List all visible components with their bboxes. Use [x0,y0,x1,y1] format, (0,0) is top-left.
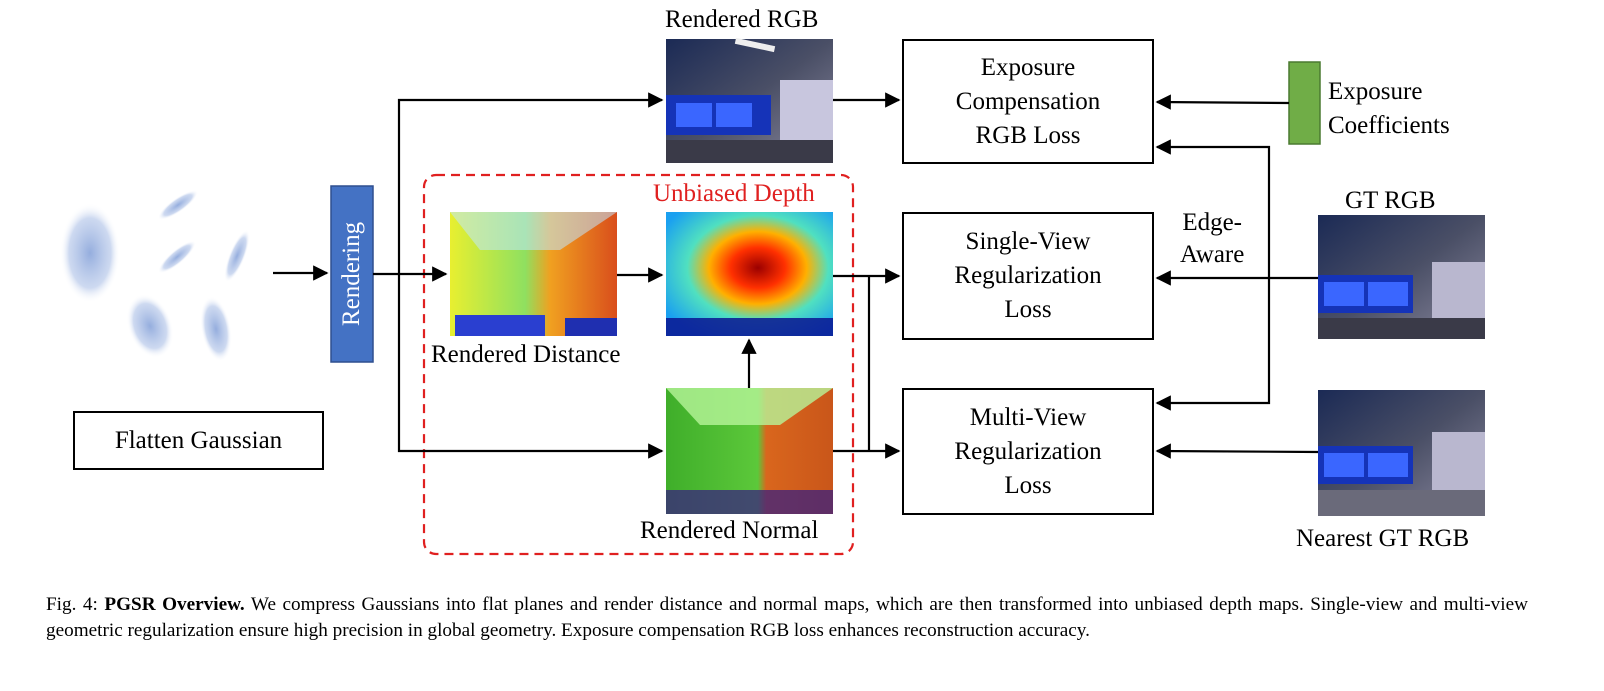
rendered-normal-image [666,388,833,514]
single-view-loss-box: Single-View Regularization Loss [902,212,1154,340]
rendered-rgb-image [666,37,833,163]
arrow-to-rendered-rgb [397,92,664,274]
flatten-gaussians-illustration [60,190,250,362]
arrow-gt-to-multi-view [1155,278,1271,411]
gt-rgb-label: GT RGB [1345,187,1436,214]
gt-rgb-image [1318,215,1485,339]
gaussian-ellipse [224,229,250,283]
edge-aware-label: Edge- Aware [1180,209,1245,268]
rendered-distance-label: Rendered Distance [431,341,621,368]
gaussian-ellipse [200,296,232,362]
arrow-nearest-gt-to-multi-view [1155,443,1319,459]
arrow-to-rendered-normal [397,274,664,459]
caption-text: We compress Gaussians into flat planes a… [46,594,1528,641]
flatten-gaussian-box: Flatten Gaussian [73,411,324,470]
nearest-gt-rgb-image [1318,390,1485,516]
caption-title: PGSR Overview. [104,594,245,615]
nearest-gt-rgb-label: Nearest GT RGB [1296,525,1470,552]
unbiased-depth-image [666,212,833,336]
arrow-gt-to-exposure-loss [1155,139,1271,278]
caption-prefix: Fig. 4: [46,594,105,615]
exposure-coefficients-label: Exposure Coefficients [1328,78,1450,139]
gaussian-ellipse [157,190,199,220]
exposure-compensation-loss-box: Exposure Compensation RGB Loss [902,39,1154,164]
rendered-distance-image [450,212,617,336]
connectors [273,92,1319,459]
rendering-label: Rendering [338,221,365,327]
gaussian-ellipse [60,203,120,303]
rendered-rgb-label: Rendered RGB [665,6,819,33]
arrow-coefficients-to-exposure-loss [1155,94,1290,110]
gaussian-ellipse [158,240,196,274]
unbiased-depth-region [422,173,855,556]
rendering-box [330,185,374,363]
unbiased-depth-label: Unbiased Depth [653,180,815,207]
multi-view-loss-box: Multi-View Regularization Loss [902,388,1154,515]
exposure-coefficients-box [1288,61,1321,145]
rendered-normal-label: Rendered Normal [640,517,819,544]
gaussian-ellipse [126,294,174,358]
figure-caption: Fig. 4: PGSR Overview. We compress Gauss… [46,592,1528,644]
